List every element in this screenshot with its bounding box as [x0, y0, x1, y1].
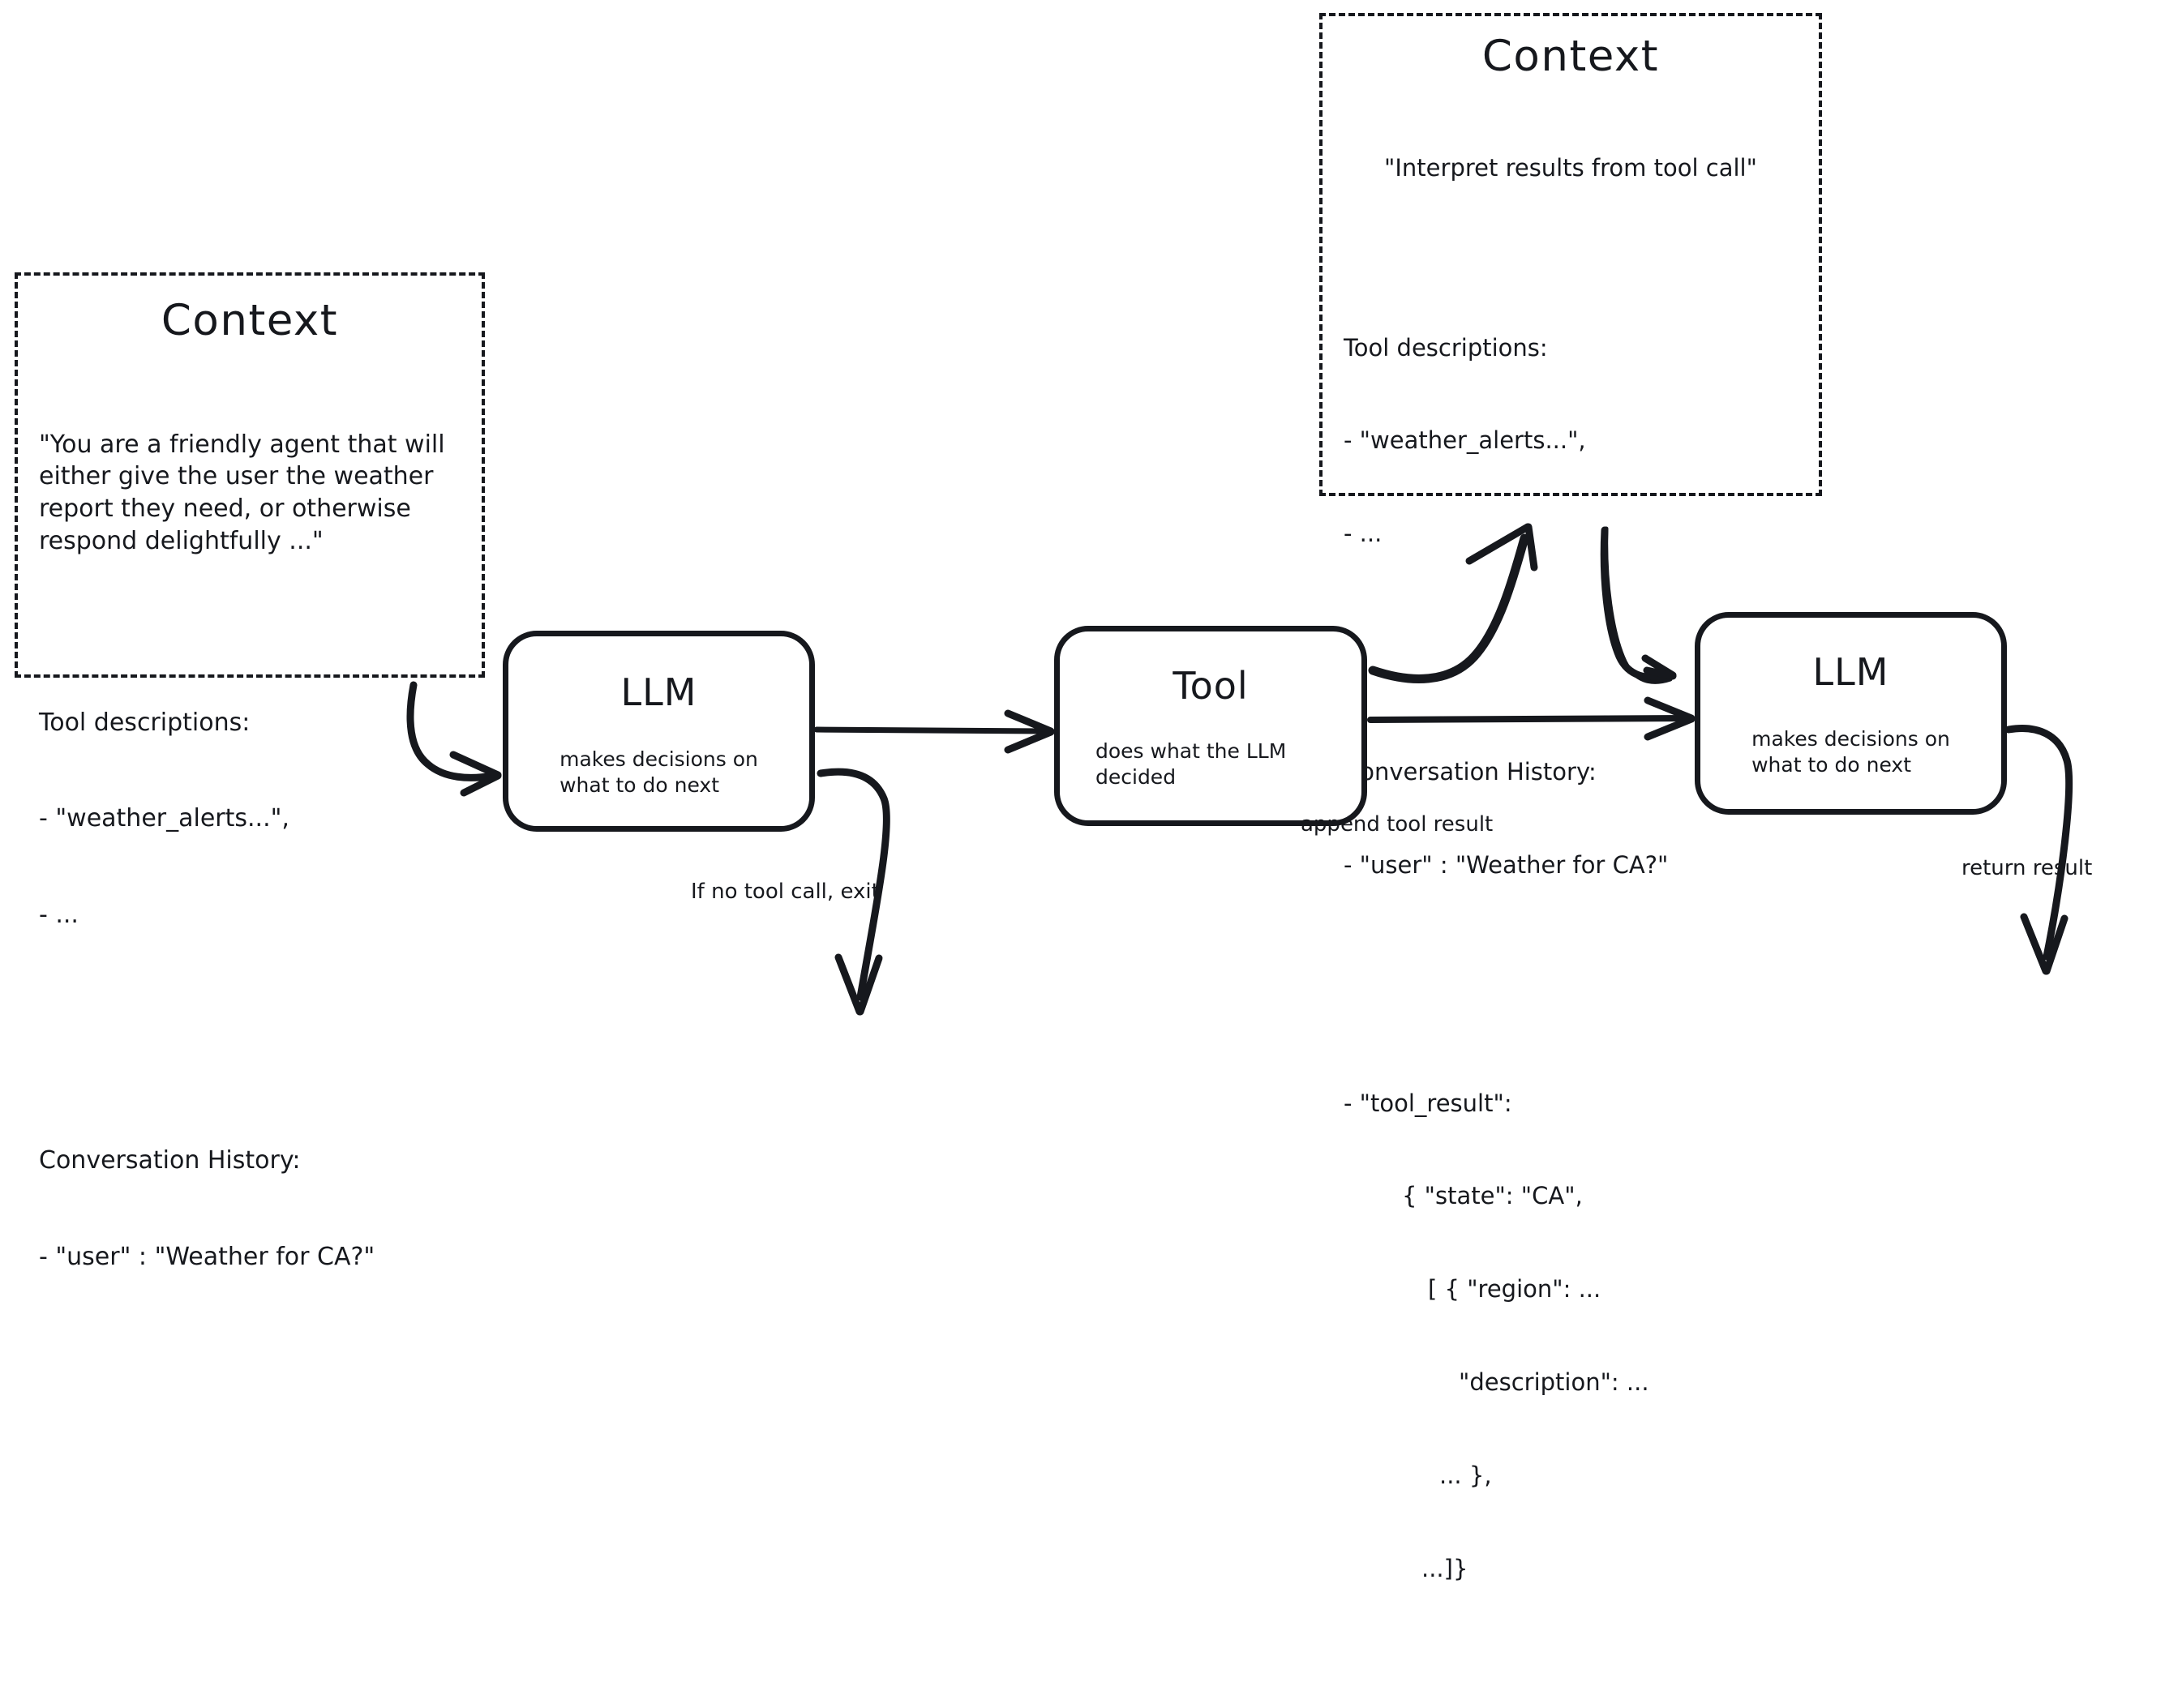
context-left-title: Context	[161, 296, 339, 345]
tool-result-line: "description": ...	[1459, 1368, 1649, 1396]
node-llm-second-title: LLM	[1812, 650, 1889, 694]
edge-label-exit: If no tool call, exit	[691, 880, 880, 904]
tool-result-line: ...]}	[1421, 1554, 1468, 1582]
conversation-item: - "user" : "Weather for CA?"	[39, 1243, 375, 1272]
edge-context-to-llm1-arrowhead-b	[460, 772, 502, 797]
node-llm-first-subtitle: makes decisions on what to do next	[559, 747, 758, 797]
tool-result-label: - "tool_result":	[1344, 1089, 1512, 1117]
node-tool-title: Tool	[1173, 664, 1249, 708]
context-right-system-prompt: "Interpret results from tool call"	[1384, 154, 1757, 182]
context-box-right: Context "Interpret results from tool cal…	[1319, 13, 1822, 1582]
tool-result-line: [ { "region": ...	[1428, 1275, 1601, 1303]
diagram-canvas: Context "You are a friendly agent that w…	[15, 13, 2093, 1582]
edge-label-return-result: return result	[1961, 856, 2093, 880]
context-box-left: Context "You are a friendly agent that w…	[15, 272, 485, 1271]
edge-llm1-exit-arrowhead-a	[834, 953, 864, 1016]
edge-llm1-to-tool-arrowhead-a	[1004, 709, 1055, 735]
context-right-conversation: Conversation History: - "user" : "Weathe…	[1344, 694, 1798, 942]
node-tool[interactable]: Tool does what the LLM decided	[1054, 626, 1367, 826]
context-left-system-prompt: "You are a friendly agent that will eith…	[39, 430, 445, 555]
edge-llm2-return	[2004, 725, 2073, 961]
tool-descriptions-heading: Tool descriptions:	[1344, 333, 1548, 362]
context-left-conversation: Conversation History: - "user" : "Weathe…	[39, 1081, 461, 1338]
node-llm-second-subtitle: makes decisions on what to do next	[1751, 727, 1950, 777]
edge-llm2-return-arrowhead-a	[2020, 913, 2050, 975]
tool-result-line: { "state": "CA",	[1402, 1182, 1583, 1210]
conversation-item: - "user" : "Weather for CA?"	[1344, 850, 1669, 879]
edge-llm1-exit-arrowhead-b	[856, 954, 883, 1016]
node-llm-second[interactable]: LLM makes decisions on what to do next	[1695, 612, 2007, 815]
context-right-body: "Interpret results from tool call" Tool …	[1344, 91, 1798, 1708]
tool-descriptions-heading: Tool descriptions:	[39, 708, 251, 737]
edge-llm2-return-arrowhead-b	[2043, 914, 2069, 975]
context-right-tool-result: - "tool_result": { "state": "CA", [ { "r…	[1344, 1025, 1798, 1646]
conversation-heading: Conversation History:	[1344, 757, 1597, 786]
edge-llm1-to-tool-arrowhead-b	[1004, 728, 1055, 754]
node-tool-subtitle: does what the LLM decided	[1095, 739, 1287, 789]
tool-description-item: - ...	[1344, 520, 1383, 548]
node-llm-first[interactable]: LLM makes decisions on what to do next	[503, 631, 815, 832]
tool-description-item: - "weather_alerts...",	[39, 804, 289, 833]
context-left-tool-descriptions: Tool descriptions: - "weather_alerts..."…	[39, 642, 461, 995]
tool-description-item: - ...	[39, 901, 79, 930]
node-llm-first-title: LLM	[620, 670, 697, 714]
conversation-heading: Conversation History:	[39, 1146, 301, 1175]
context-right-title: Context	[1481, 32, 1660, 81]
tool-result-line: ... },	[1439, 1461, 1492, 1489]
edge-llm1-to-tool	[813, 726, 1045, 734]
context-left-body: "You are a friendly agent that will eith…	[39, 365, 461, 1402]
edge-label-append-tool-result: append tool result	[1301, 812, 1494, 837]
context-right-tool-descriptions: Tool descriptions: - "weather_alerts..."…	[1344, 270, 1798, 611]
tool-description-item: - "weather_alerts...",	[1344, 426, 1586, 455]
